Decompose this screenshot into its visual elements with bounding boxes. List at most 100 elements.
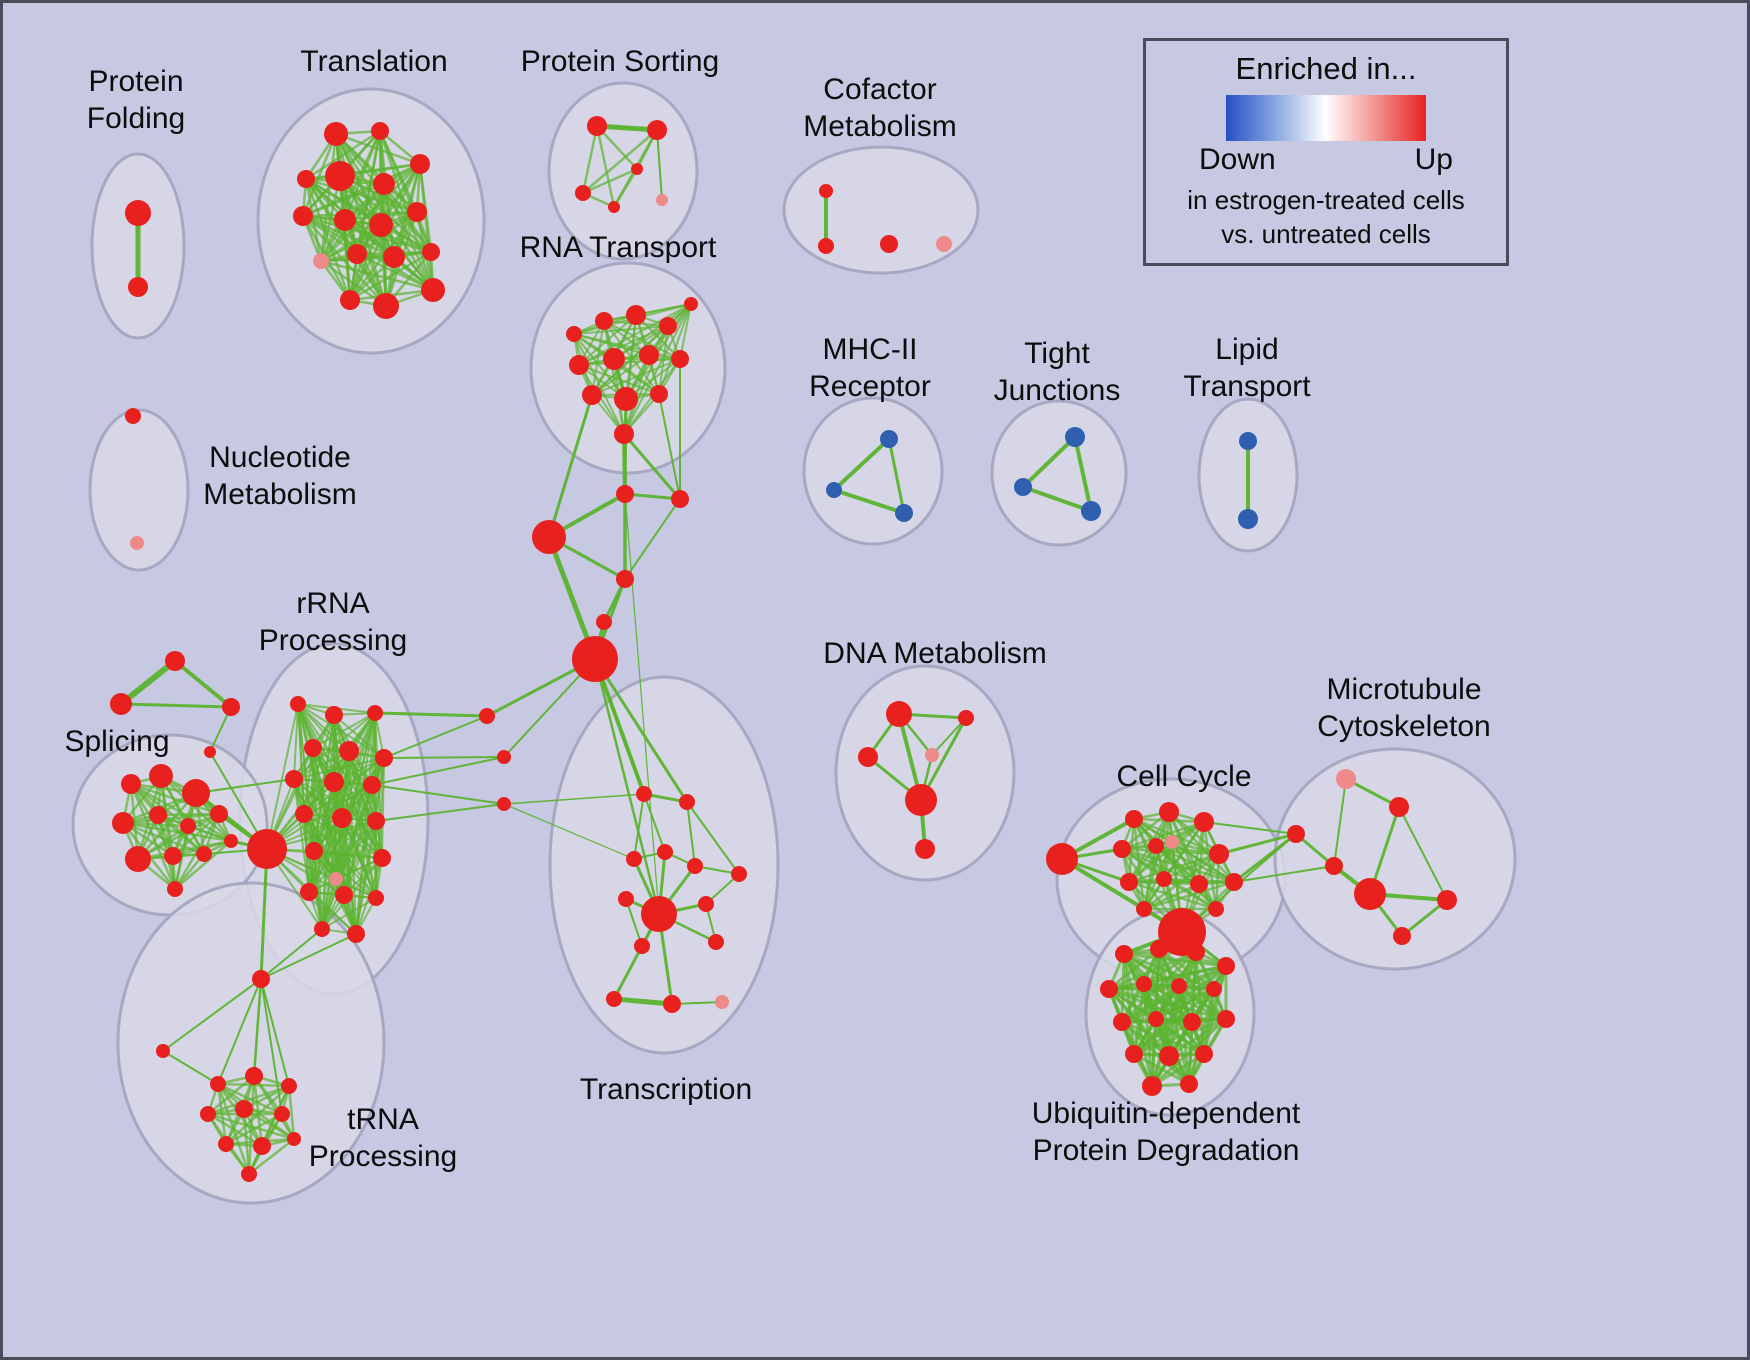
edge-rp19-tr1	[260, 928, 323, 980]
edge-rphub-tr1	[259, 847, 269, 981]
node-t8	[334, 209, 356, 231]
node-nm1	[125, 408, 141, 424]
node-cc3	[1159, 802, 1179, 822]
node-cc11	[1190, 875, 1208, 893]
edge-trc2-trc9	[252, 1074, 296, 1141]
edge-ps3-ps4	[581, 167, 639, 195]
edge-cc8-mt3	[1217, 832, 1298, 856]
edge-rt5-rt9	[679, 303, 692, 360]
node-ps5	[656, 194, 668, 206]
edge-sp5-sp7	[156, 812, 221, 817]
node-c3	[532, 520, 566, 554]
edge-c7-rp6	[383, 715, 488, 759]
node-cc13	[1136, 901, 1152, 917]
edge-t9-t15	[348, 223, 383, 302]
edge-c3-rt10	[547, 393, 594, 539]
edge-hub-tchub	[593, 657, 661, 916]
edge-tj1-tj2	[1021, 435, 1077, 489]
edge-t10-t11	[319, 210, 419, 263]
edge-t8-t14	[343, 218, 433, 254]
node-rt6	[569, 355, 589, 375]
edge-cc8-cc9	[1127, 852, 1221, 884]
edge-rt11-c1	[623, 397, 628, 496]
edge-rp18-rp19	[321, 897, 377, 930]
node-c5	[596, 614, 612, 630]
node-ub17	[1180, 1075, 1198, 1093]
node-cc8	[1209, 844, 1229, 864]
node-ub2	[1150, 940, 1168, 958]
node-ub8	[1206, 981, 1222, 997]
node-dm6	[915, 839, 935, 859]
node-cm2	[818, 238, 834, 254]
node-mh2	[826, 482, 842, 498]
node-t17	[421, 278, 445, 302]
edge-trc6-trc7	[224, 1112, 284, 1146]
edge-rppink-rp19	[321, 878, 337, 930]
edge-dm2-dm4	[931, 717, 967, 756]
node-rn	[731, 866, 747, 882]
edge-c1-tchub	[624, 493, 660, 915]
edge-rt3-rt9	[635, 314, 681, 360]
node-cc14	[1208, 901, 1224, 917]
node-rt11	[614, 387, 638, 411]
node-cm1	[819, 184, 833, 198]
node-ub15	[1195, 1045, 1213, 1063]
node-t12	[347, 244, 367, 264]
node-tj1	[1065, 427, 1085, 447]
edge-ub3-ub5	[1107, 950, 1198, 991]
node-trc5	[235, 1100, 253, 1118]
edge-sp7-sp8	[136, 812, 221, 861]
network-canvas	[71, 81, 1517, 1205]
node-cm3	[880, 235, 898, 253]
edge-t2-t3	[304, 129, 382, 181]
node-rt1	[566, 326, 582, 342]
node-rp15	[373, 849, 391, 867]
edge-tca-mc1	[633, 793, 645, 860]
node-c1	[616, 485, 634, 503]
edge-tr1-trc3	[260, 978, 290, 1087]
edge-mt1-mt4	[1333, 778, 1347, 867]
cluster-ellipse-trna-processing	[116, 881, 386, 1205]
node-tri1	[165, 651, 185, 671]
node-rt9	[671, 350, 689, 368]
node-rp3	[367, 705, 383, 721]
node-rp11	[332, 808, 352, 828]
node-c8	[497, 750, 511, 764]
edge-mh1-mh2	[832, 437, 891, 492]
edge-rp1-rphub	[266, 703, 299, 850]
edge-c8-rp9	[371, 756, 505, 786]
node-sp5	[149, 806, 167, 824]
edge-ub8-ub9	[1120, 987, 1216, 1024]
node-mc1	[626, 851, 642, 867]
edge-trc5-trc9	[242, 1107, 296, 1141]
edge-mh1-mh3	[887, 437, 906, 515]
node-rp19	[314, 921, 330, 937]
edge-rp15-rp16	[308, 857, 383, 893]
edge-tr2-trc1	[162, 1050, 219, 1085]
node-ps4	[631, 163, 643, 175]
node-sp4	[112, 812, 134, 834]
edge-rt5-rt7	[613, 303, 692, 360]
edge-mh2-mh3	[832, 488, 906, 515]
node-dm3	[858, 747, 878, 767]
edge-ub11-ub13	[1132, 1020, 1194, 1056]
edge-ub2-ub5	[1107, 947, 1161, 991]
edge-rp20-tr1	[260, 933, 357, 980]
edge-mt2-mt6	[1398, 806, 1448, 901]
node-cc9	[1120, 873, 1138, 891]
edge-t7-t16	[301, 214, 388, 308]
edge-ps1-ps6	[595, 124, 616, 209]
edge-ub3-ub6	[1142, 950, 1198, 986]
edge-tj1-tj3	[1073, 435, 1093, 513]
node-t13	[383, 246, 405, 268]
node-mt5	[1354, 878, 1386, 910]
node-dm1	[886, 701, 912, 727]
edge-rt3-rt6	[578, 314, 637, 366]
legend: Enriched in... Down Up in estrogen-treat…	[1143, 38, 1509, 266]
node-rp1	[290, 696, 306, 712]
node-dm5	[905, 784, 937, 816]
node-bt2	[663, 995, 681, 1013]
node-tcb	[679, 794, 695, 810]
edge-t7-t13	[301, 214, 396, 259]
node-ub7	[1171, 978, 1187, 994]
